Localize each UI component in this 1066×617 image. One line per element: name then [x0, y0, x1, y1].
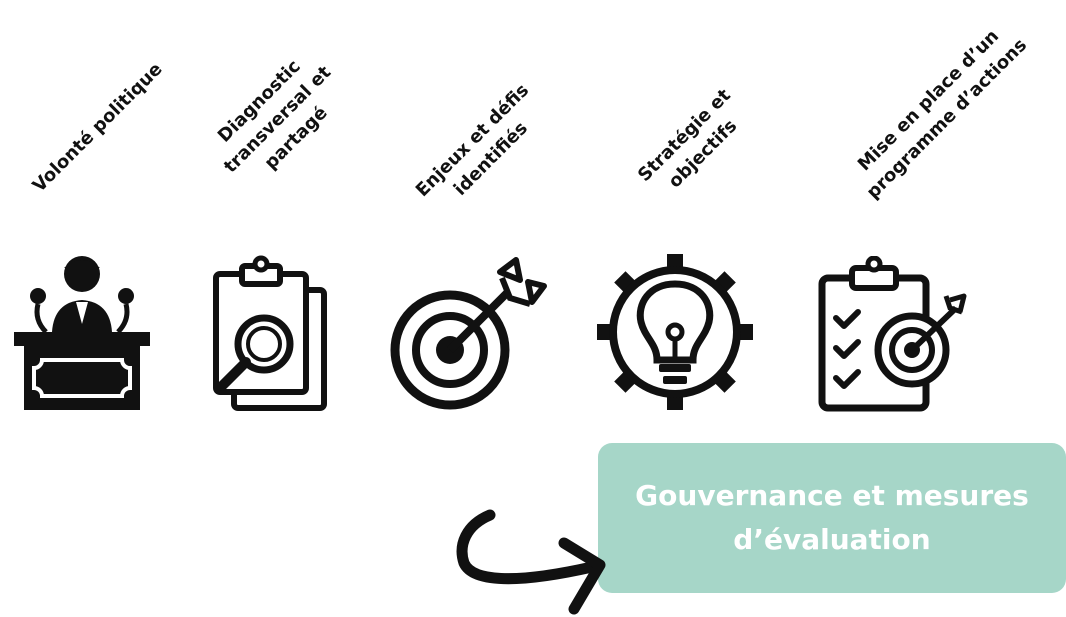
governance-line-2: d’évaluation	[733, 523, 931, 556]
checklist-target-icon	[818, 256, 967, 412]
step-label-strategie: Stratégie et objectifs	[633, 84, 742, 193]
step-label-enjeux: Enjeux et défis identifiés	[411, 79, 534, 202]
politician-podium-icon	[14, 256, 150, 410]
governance-box: Gouvernance et mesures d’évaluation	[598, 443, 1066, 593]
clipboard-magnifier-icon	[213, 255, 327, 411]
step-label-volonte-politique: Volonté politique	[28, 58, 167, 197]
step-label-programme: Mise en place d’un programme d’actions	[853, 25, 1032, 204]
step-label-diagnostic: Diagnostic transversal et partagé	[213, 55, 336, 178]
governance-line-1: Gouvernance et mesures	[635, 479, 1029, 512]
curved-arrow-icon	[456, 509, 606, 615]
target-arrow-icon	[390, 257, 547, 410]
gear-lightbulb-icon	[597, 254, 753, 410]
